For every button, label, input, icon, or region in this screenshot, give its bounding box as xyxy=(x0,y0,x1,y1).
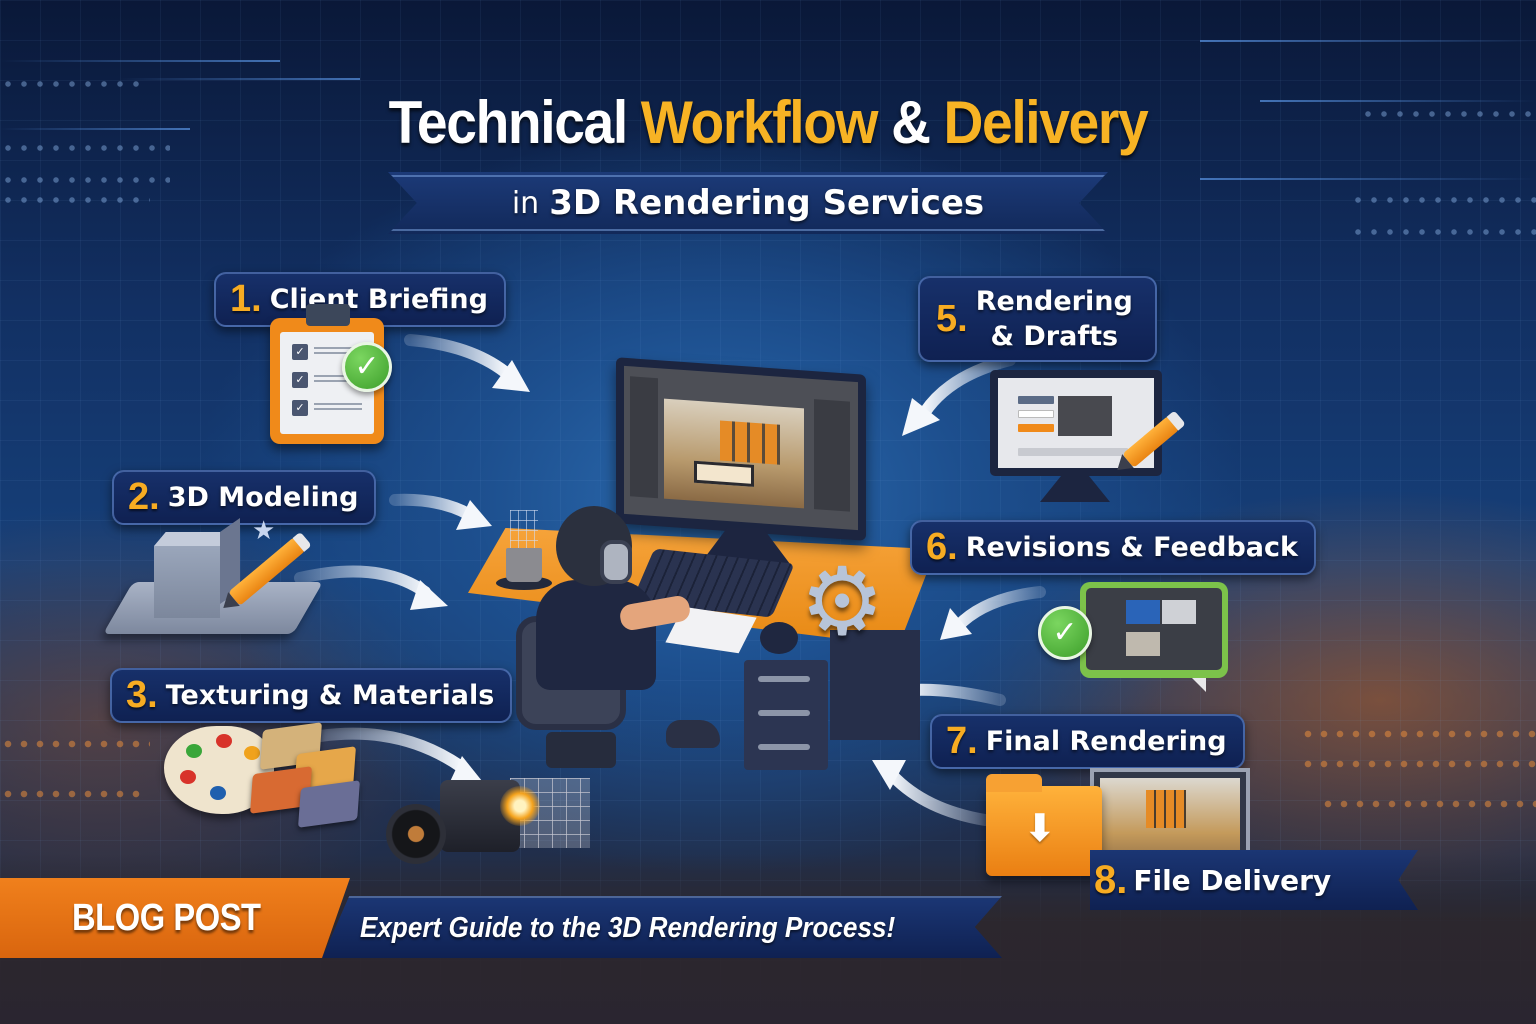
title-part-1: Technical xyxy=(388,89,629,156)
tagline-text: Expert Guide to the 3D Rendering Process… xyxy=(360,911,896,944)
step-title-line-1: Rendering xyxy=(975,286,1133,317)
step-title: Revisions & Feedback xyxy=(965,531,1298,563)
gear-icon: ⚙ xyxy=(800,548,885,657)
step-title: 3D Modeling xyxy=(167,481,359,513)
cube-icon xyxy=(154,546,220,618)
dot-pattern xyxy=(1360,110,1536,118)
dot-pattern xyxy=(1300,730,1536,738)
desk-cabinet xyxy=(830,630,920,740)
step-number: 7. xyxy=(946,720,978,762)
artist-body xyxy=(536,580,656,690)
camera-lens-icon xyxy=(386,804,446,864)
step-3-label: 3. Texturing & Materials xyxy=(110,668,513,723)
step-title: Final Rendering xyxy=(985,725,1227,757)
step-number: 6. xyxy=(926,526,958,568)
dot-pattern xyxy=(1300,760,1536,768)
dot-pattern xyxy=(1320,800,1536,808)
clipboard-checklist-icon: ✓ ✓ ✓ xyxy=(270,304,384,444)
folder-download-icon: ⬇ xyxy=(986,774,1102,876)
monitor-draft-icon xyxy=(990,370,1162,476)
subtitle-prefix: in xyxy=(511,185,540,221)
dot-pattern xyxy=(0,80,140,88)
desk-drawers xyxy=(744,660,828,770)
circuit-line xyxy=(120,78,360,80)
check-circle-icon: ✓ xyxy=(1038,606,1092,660)
step-8-label: 8. File Delivery xyxy=(1090,850,1418,910)
3d-room-render xyxy=(664,398,804,509)
dot-pattern xyxy=(0,176,170,184)
step-6-label: 6. Revisions & Feedback xyxy=(910,520,1316,575)
blog-post-label: BLOG POST xyxy=(72,896,261,939)
mouse-icon xyxy=(760,622,798,654)
step-title-line-2: & Drafts xyxy=(990,321,1119,353)
dot-pattern xyxy=(0,790,140,798)
cup-icon xyxy=(506,548,542,582)
main-title: Technical Workflow & Delivery xyxy=(61,88,1474,157)
chair-base xyxy=(546,732,616,768)
step-title: Client Briefing xyxy=(269,283,488,315)
circuit-line xyxy=(0,128,190,130)
step-title: Rendering & Drafts xyxy=(976,284,1133,354)
step-number: 2. xyxy=(128,476,160,518)
title-connector: & xyxy=(891,89,931,156)
step-5-label: 5. Rendering & Drafts xyxy=(918,276,1157,363)
title-highlight-delivery: Delivery xyxy=(943,89,1149,156)
step-number: 1. xyxy=(230,278,262,320)
step-7-label: 7. Final Rendering xyxy=(930,714,1245,769)
blog-post-tag: BLOG POST xyxy=(0,878,350,958)
check-circle-icon: ✓ xyxy=(342,342,392,392)
dot-pattern xyxy=(0,144,170,152)
step-number: 3. xyxy=(126,674,158,716)
title-highlight-workflow: Workflow xyxy=(640,89,879,156)
subtitle-ribbon: in 3D Rendering Services xyxy=(388,172,1108,234)
step-title: File Delivery xyxy=(1133,863,1332,897)
light-glow-icon xyxy=(500,786,540,826)
pencil-holder-icon xyxy=(510,510,538,550)
step-number: 5. xyxy=(936,297,968,340)
workstation-monitor xyxy=(616,357,866,541)
headphones-icon xyxy=(600,540,632,584)
dot-pattern xyxy=(1350,228,1536,236)
tagline-ribbon: Expert Guide to the 3D Rendering Process… xyxy=(322,896,1002,958)
dot-pattern xyxy=(0,196,150,204)
step-number: 8. xyxy=(1094,857,1128,902)
download-arrow-icon: ⬇ xyxy=(1024,806,1056,850)
circuit-line xyxy=(0,60,280,62)
dot-pattern xyxy=(0,740,150,748)
star-icon: ★ xyxy=(252,516,276,546)
step-2-label: 2. 3D Modeling xyxy=(112,470,377,525)
subtitle-text: 3D Rendering Services xyxy=(549,183,985,223)
step-title: Texturing & Materials xyxy=(165,679,495,711)
artist-shoe xyxy=(666,720,720,748)
dot-pattern xyxy=(1350,196,1536,204)
feedback-bubble-icon xyxy=(1080,582,1228,692)
